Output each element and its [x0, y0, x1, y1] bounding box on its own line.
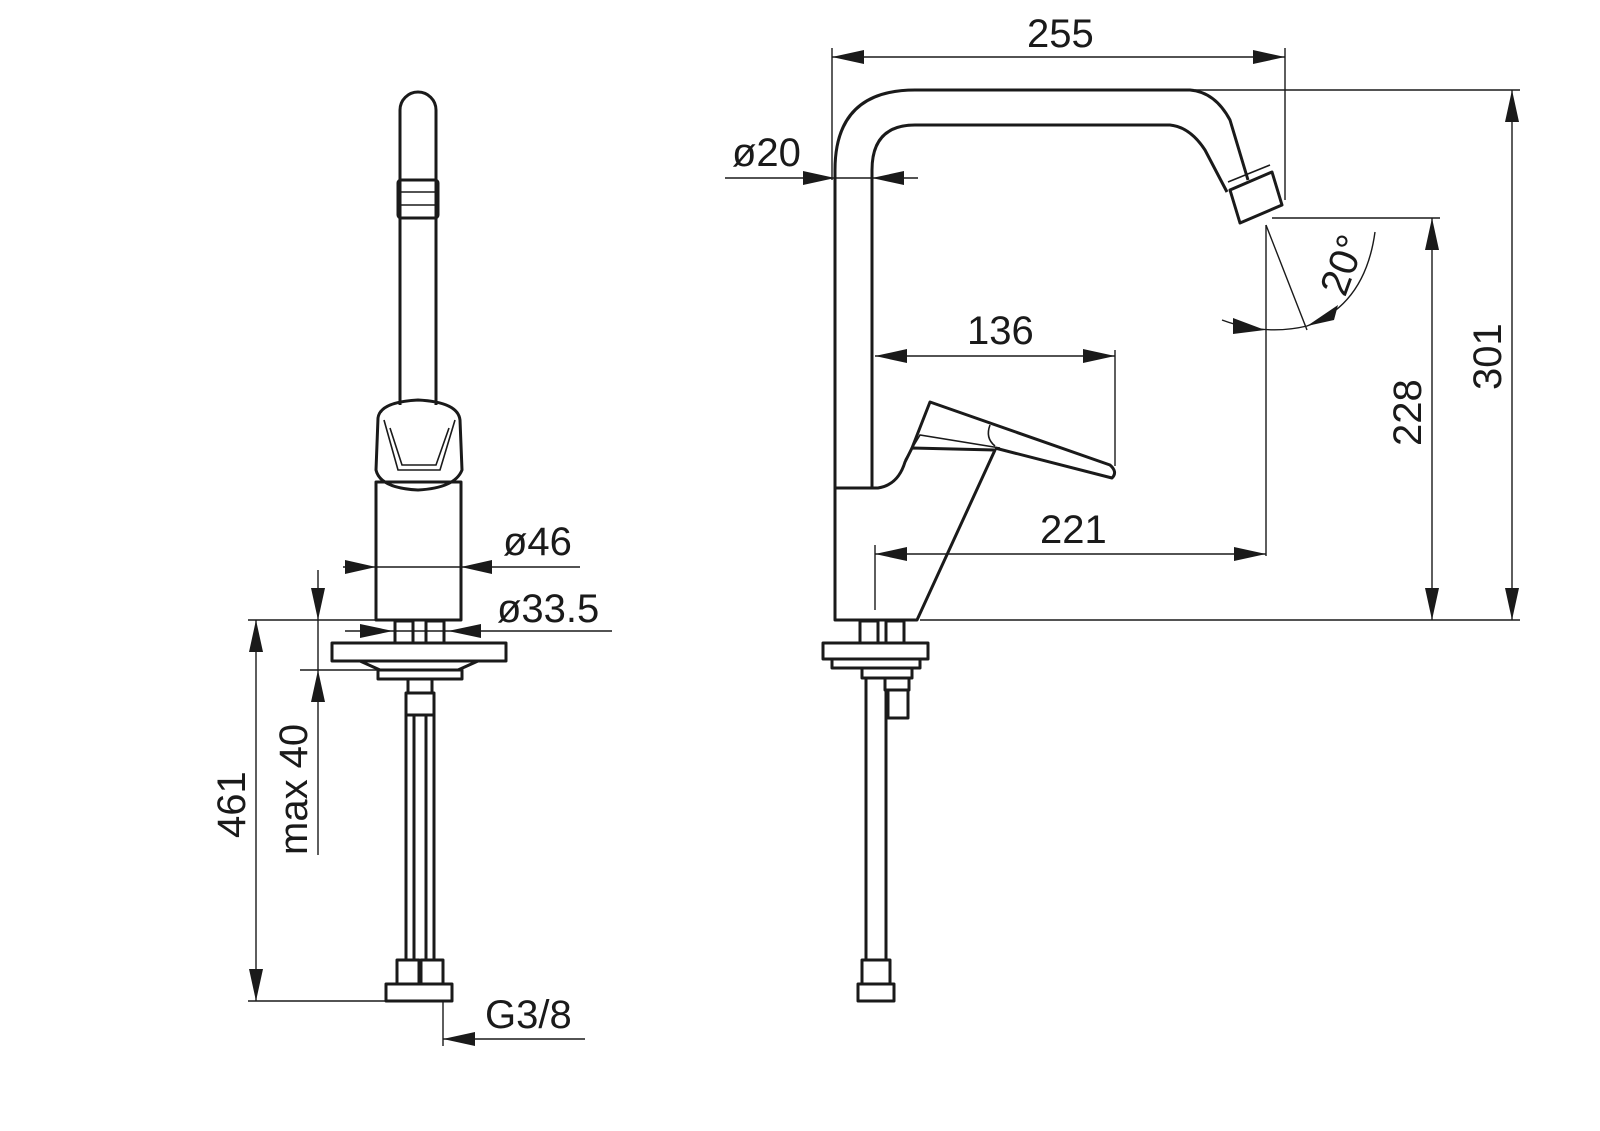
front-hoses [384, 715, 454, 1003]
label-shank-diameter: ø33.5 [497, 587, 599, 631]
label-outlet-height: 228 [1386, 379, 1430, 446]
front-lever [374, 398, 464, 492]
label-total-height: 301 [1466, 323, 1510, 390]
dim-lever-reach: 136 [875, 309, 1116, 466]
front-spout [396, 90, 440, 405]
label-body-diameter: ø46 [503, 520, 572, 564]
label-connection-thread: G3/8 [485, 993, 572, 1037]
label-total-height-below: 461 [210, 771, 254, 838]
front-mounting [330, 619, 508, 717]
side-body [833, 400, 1117, 622]
label-spout-tube-diameter: ø20 [732, 131, 801, 175]
dim-connection-thread: G3/8 [442, 993, 585, 1046]
front-body [374, 480, 463, 622]
side-spout [833, 88, 1284, 488]
dim-spout-angle: 20° [1221, 224, 1376, 334]
dim-spout-reach: 255 [831, 12, 1286, 200]
front-view: ø46 ø33.5 max 40 461 [210, 90, 612, 1046]
dim-spout-tube-diameter: ø20 [725, 131, 918, 185]
label-spout-angle: 20° [1312, 229, 1374, 301]
label-spout-reach: 255 [1027, 12, 1094, 56]
dim-outlet-reach: 221 [874, 225, 1267, 610]
dim-body-diameter: ø46 [343, 520, 580, 574]
side-hoses [856, 678, 896, 1003]
dim-total-height-below: 461 [210, 620, 388, 1002]
dim-outlet-height: 228 [1272, 217, 1440, 620]
dim-max-deck: max 40 [248, 570, 378, 855]
label-outlet-reach: 221 [1040, 508, 1107, 552]
label-lever-reach: 136 [967, 309, 1034, 353]
label-max-deck: max 40 [272, 724, 316, 855]
side-view: 255 ø20 20° 136 [725, 12, 1520, 1003]
dim-shank-diameter: ø33.5 [345, 587, 612, 638]
side-mounting [821, 619, 930, 720]
dim-total-height: 301 [920, 89, 1520, 621]
